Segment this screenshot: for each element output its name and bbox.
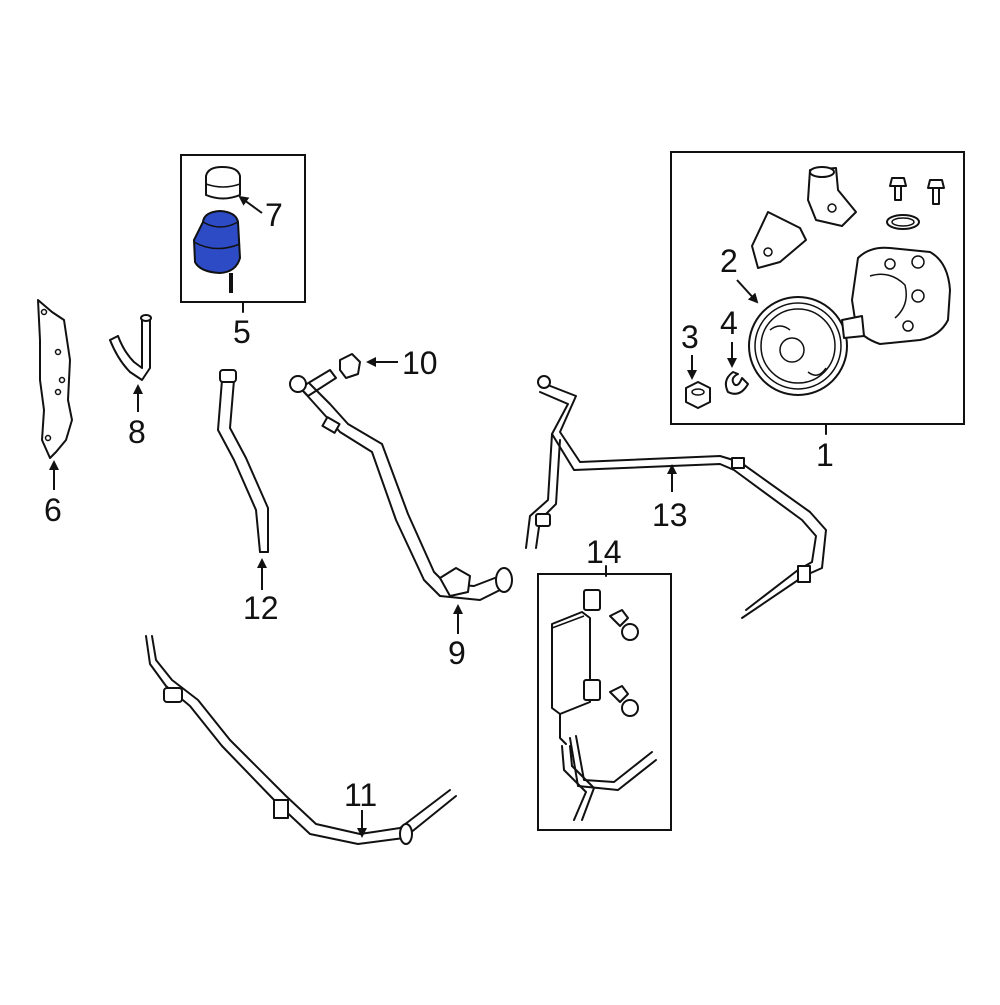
callout-9: 9 bbox=[448, 635, 466, 671]
callout-13: 13 bbox=[652, 497, 688, 533]
reservoir-hose[interactable] bbox=[109, 314, 152, 381]
callout-6: 6 bbox=[44, 492, 62, 528]
pressure-fitting[interactable] bbox=[807, 166, 857, 227]
pump-bracket[interactable] bbox=[751, 211, 807, 269]
return-line[interactable] bbox=[525, 375, 827, 619]
cooler-bolt-2[interactable] bbox=[609, 685, 639, 717]
snap-ring[interactable] bbox=[724, 371, 749, 395]
cooler-group-box bbox=[537, 573, 672, 831]
pump-pulley[interactable] bbox=[748, 296, 848, 396]
return-hose[interactable] bbox=[217, 369, 269, 553]
callout-1: 1 bbox=[816, 437, 834, 473]
oil-cooler[interactable] bbox=[551, 589, 601, 745]
callout-4: 4 bbox=[720, 305, 738, 341]
cooler-hose[interactable] bbox=[561, 735, 657, 821]
callout-3: 3 bbox=[681, 319, 699, 355]
pulley-nut[interactable] bbox=[685, 381, 711, 409]
power-steering-pump[interactable] bbox=[841, 246, 951, 345]
reservoir-cap[interactable] bbox=[205, 166, 241, 200]
heat-shield[interactable] bbox=[37, 299, 73, 459]
hose-fitting[interactable] bbox=[339, 353, 361, 379]
callout-12: 12 bbox=[243, 590, 279, 626]
pump-bolt[interactable] bbox=[889, 177, 907, 201]
callout-14: 14 bbox=[586, 534, 622, 570]
callout-7: 7 bbox=[265, 197, 283, 233]
pump-bolt-2[interactable] bbox=[927, 179, 945, 205]
callout-2: 2 bbox=[720, 243, 738, 279]
callout-11: 11 bbox=[344, 777, 377, 813]
callout-5: 5 bbox=[233, 314, 251, 350]
pressure-hose[interactable] bbox=[289, 369, 513, 601]
callout-8: 8 bbox=[128, 414, 146, 450]
pump-group-box bbox=[670, 151, 965, 425]
power-steering-reservoir[interactable] bbox=[192, 209, 242, 293]
callout-10: 10 bbox=[402, 345, 438, 381]
cooler-line[interactable] bbox=[145, 635, 457, 845]
cooler-bolt[interactable] bbox=[609, 609, 639, 641]
